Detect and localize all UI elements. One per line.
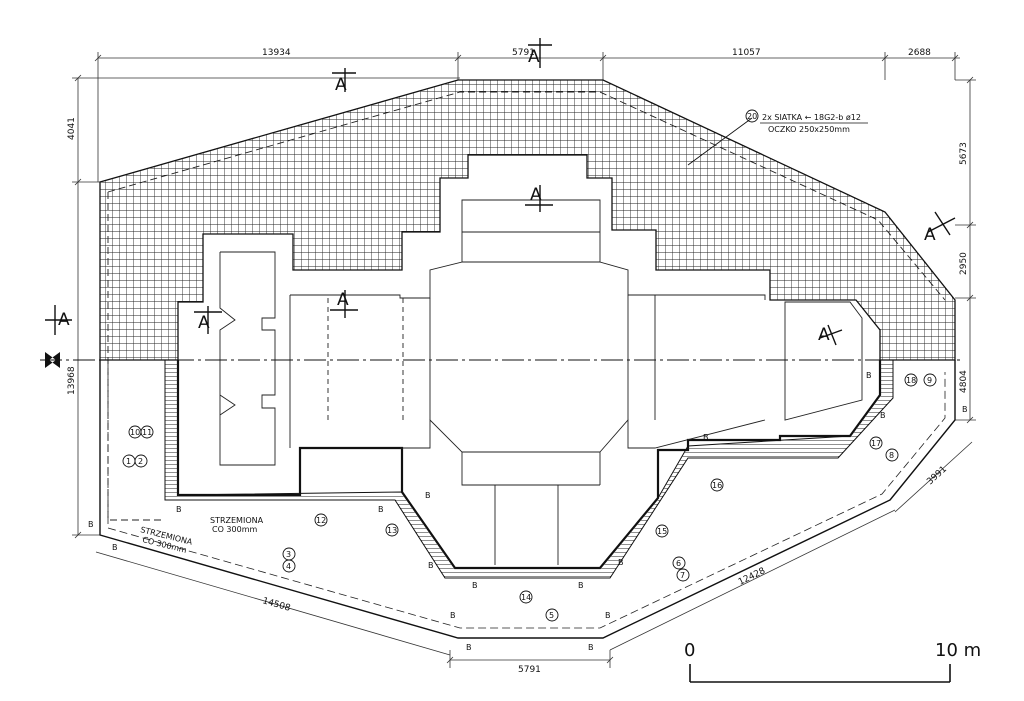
stirrups-note-1-line1: STRZEMIONA: [210, 516, 264, 525]
section-label-top: A: [528, 47, 540, 67]
b-mark-3: B: [378, 505, 384, 514]
section-label-nave: A: [337, 290, 349, 310]
marker-12: 12: [316, 516, 326, 525]
b-mark-1: B: [88, 520, 94, 529]
mesh-note-marker-label: 20: [747, 112, 757, 121]
b-mark-17: B: [588, 643, 594, 652]
mesh-note-line2: OCZKO 250x250mm: [768, 125, 850, 134]
dim-top-3: 11057: [732, 48, 761, 58]
b-mark-9: B: [703, 433, 709, 442]
reinforcement-mesh-area: [99, 79, 956, 361]
dim-right-2: 2950: [959, 252, 969, 275]
dim-bottom-mid: 5791: [518, 665, 541, 675]
dim-bottom-left: 14508: [261, 596, 292, 614]
mesh-note-leader: [687, 117, 753, 166]
church-wall-outline: [176, 360, 882, 570]
dim-bottom-right: 12428: [737, 566, 767, 588]
mesh-note-line1: 2x SIATKA ← 18G2-b ø12: [762, 113, 861, 122]
marker-16: 16: [712, 481, 722, 490]
marker-10: 10: [130, 428, 140, 437]
section-label-west: A: [198, 313, 210, 333]
b-mark-4: B: [425, 491, 431, 500]
dim-top-1: 13934: [262, 48, 291, 58]
scale-bar-start: 0: [684, 640, 695, 661]
stirrups-note-1-line2: CO 300mm: [212, 525, 257, 534]
marker-8: 8: [889, 451, 894, 460]
b-mark-12: B: [962, 405, 968, 414]
section-label-left: A: [58, 310, 70, 330]
marker-15: 15: [657, 527, 667, 536]
b-mark-16: B: [466, 643, 472, 652]
dim-right-1: 5673: [959, 142, 969, 165]
marker-13: 13: [387, 526, 397, 535]
b-mark-2: B: [176, 505, 182, 514]
b-mark-11: B: [880, 411, 886, 420]
section-label-apse: A: [818, 325, 830, 345]
dim-top-2: 5791: [512, 48, 535, 58]
marker-9: 9: [927, 376, 932, 385]
marker-14: 14: [521, 593, 531, 602]
b-mark-10: B: [866, 371, 872, 380]
scale-bar-end: 10 m: [935, 640, 981, 661]
marker-6: 6: [676, 559, 681, 568]
dim-left-lower: 13968: [67, 366, 77, 395]
marker-5: 5: [549, 611, 554, 620]
section-label-right: A: [924, 225, 936, 245]
church-floor-plan: [219, 199, 863, 565]
dim-left-upper: 4041: [67, 117, 77, 140]
footing-outline-inner: [107, 360, 946, 629]
section-marks: [45, 38, 956, 346]
b-mark-5: B: [428, 561, 434, 570]
mesh-note-marker: [745, 109, 759, 123]
b-mark-6: B: [472, 581, 478, 590]
b-mark-15: B: [605, 611, 611, 620]
section-label-upper-left: A: [335, 75, 347, 95]
marker-18: 18: [906, 376, 916, 385]
b-mark-14: B: [450, 611, 456, 620]
dimension-lines: [72, 52, 976, 668]
dim-top-4: 2688: [908, 48, 931, 58]
scale-bar: [689, 664, 951, 683]
section-label-center: A: [530, 185, 542, 205]
hatched-footing-band: [164, 359, 894, 579]
footing-outline: [99, 360, 956, 639]
marker-17: 17: [871, 439, 881, 448]
b-mark-8: B: [618, 558, 624, 567]
b-marks: B B B B B B B B B B B B B B B B B: [88, 371, 968, 652]
dim-bottom-far-right: 3991: [925, 464, 949, 487]
b-mark-7: B: [578, 581, 584, 590]
marker-3: 3: [286, 550, 291, 559]
axis-marker-icon: [45, 352, 60, 368]
mesh-dashed-offset: [107, 91, 946, 521]
dim-right-3: 4804: [959, 370, 969, 393]
rebar-markers: [122, 373, 937, 622]
marker-2: 2: [138, 457, 143, 466]
marker-7: 7: [680, 571, 685, 580]
marker-11: 11: [142, 428, 152, 437]
marker-1: 1: [126, 457, 131, 466]
b-mark-13: B: [112, 543, 118, 552]
marker-4: 4: [286, 562, 291, 571]
